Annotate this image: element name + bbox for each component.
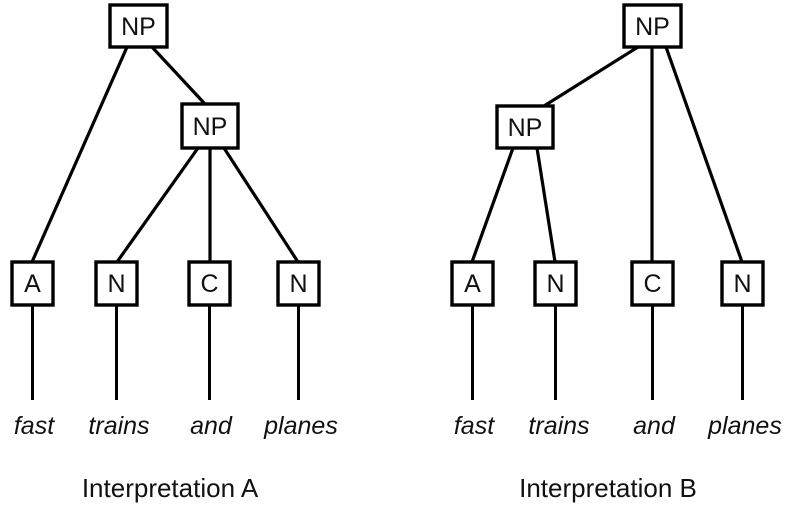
- leaf-word-b-leaf-fast: fast: [454, 412, 495, 440]
- node-box-b-pos-a: [450, 260, 495, 307]
- node-a-pos-c[interactable]: C: [187, 260, 232, 307]
- node-box-a-np-root: [108, 3, 169, 49]
- node-box-b-np-root: [622, 3, 683, 49]
- tree-edge-a-np-root-to-a-pos-a: [30, 46, 129, 263]
- caption-tree-b: Interpretation B: [519, 473, 697, 503]
- node-label-a-pos-c: C: [200, 270, 218, 298]
- node-box-b-pos-c: [630, 260, 675, 307]
- node-b-pos-c[interactable]: C: [630, 260, 675, 307]
- leaf-word-a-leaf-planes: planes: [263, 412, 338, 440]
- node-b-pos-n1[interactable]: N: [533, 260, 578, 307]
- node-b-pos-n2[interactable]: N: [720, 260, 765, 307]
- node-a-np-root[interactable]: NP: [108, 3, 169, 49]
- tree-edge-b-np-root-to-b-pos-n2: [664, 46, 744, 263]
- leaf-word-b-leaf-trains: trains: [528, 412, 589, 440]
- node-label-b-pos-n2: N: [733, 270, 751, 298]
- node-label-b-pos-n1: N: [546, 270, 564, 298]
- node-a-np-sub[interactable]: NP: [180, 102, 240, 150]
- node-label-a-pos-n1: N: [107, 270, 125, 298]
- caption-tree-a: Interpretation A: [82, 473, 259, 503]
- leaf-word-a-leaf-fast: fast: [14, 412, 55, 440]
- node-label-a-np-root: NP: [121, 13, 156, 41]
- tree-edge-b-np-root-to-b-np-sub: [543, 45, 639, 108]
- node-b-np-sub[interactable]: NP: [495, 104, 555, 150]
- node-box-a-pos-n1: [94, 260, 139, 307]
- node-box-a-pos-c: [187, 260, 232, 307]
- node-box-a-np-sub: [180, 102, 240, 150]
- node-label-a-pos-n2: N: [289, 270, 307, 298]
- node-box-a-pos-a: [10, 260, 55, 307]
- node-label-a-pos-a: A: [24, 270, 41, 298]
- leaf-word-a-leaf-trains: trains: [88, 412, 149, 440]
- tree-edge-a-np-root-to-a-np-sub: [150, 45, 207, 106]
- leaf-word-b-leaf-and: and: [633, 412, 676, 440]
- node-label-b-np-root: NP: [635, 13, 670, 41]
- node-box-b-pos-n2: [720, 260, 765, 307]
- node-a-pos-n2[interactable]: N: [276, 260, 321, 307]
- node-b-np-root[interactable]: NP: [622, 3, 683, 49]
- node-box-b-np-sub: [495, 104, 555, 150]
- node-label-b-pos-a: A: [464, 270, 481, 298]
- tree-edge-b-np-sub-to-b-pos-n1: [535, 147, 557, 263]
- node-b-pos-a[interactable]: A: [450, 260, 495, 307]
- node-a-pos-a[interactable]: A: [10, 260, 55, 307]
- node-a-pos-n1[interactable]: N: [94, 260, 139, 307]
- node-label-b-pos-c: C: [643, 270, 661, 298]
- node-box-a-pos-n2: [276, 260, 321, 307]
- tree-edge-b-np-sub-to-b-pos-a: [470, 147, 515, 263]
- tree-edge-a-np-sub-to-a-pos-n1: [115, 147, 200, 263]
- leaf-word-b-leaf-planes: planes: [707, 412, 782, 440]
- tree-edge-a-np-sub-to-a-pos-n2: [222, 147, 300, 263]
- node-label-b-np-sub: NP: [508, 114, 543, 142]
- node-label-a-np-sub: NP: [193, 113, 228, 141]
- leaf-word-a-leaf-and: and: [190, 412, 233, 440]
- node-box-b-pos-n1: [533, 260, 578, 307]
